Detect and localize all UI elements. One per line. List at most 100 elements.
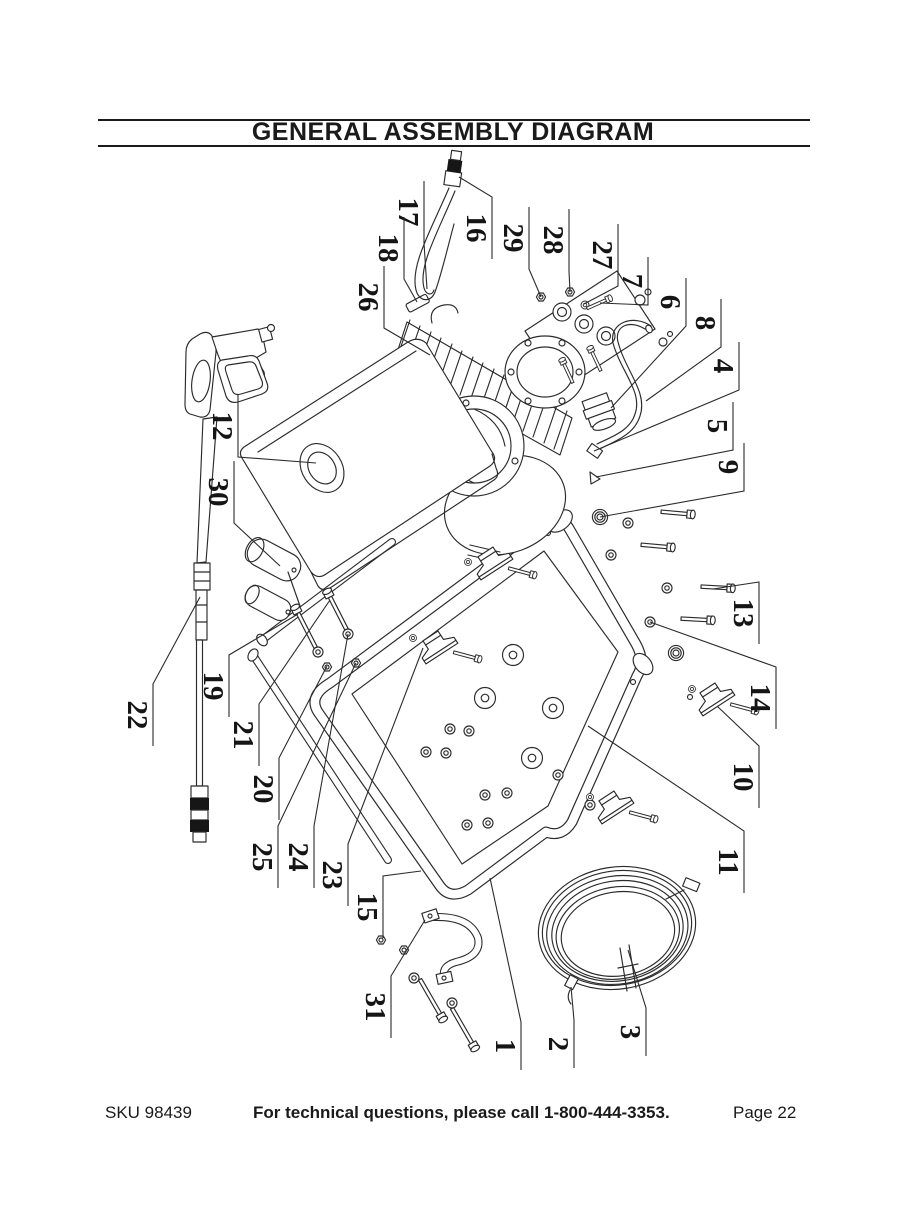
callout-4: 4 [593,342,740,452]
callout-leader-16 [458,176,493,259]
callout-leader-13 [712,581,760,644]
callout-26: 26 [352,266,431,356]
coiled-hose-illustration [537,865,697,991]
callout-12: 12 [206,395,317,464]
part-number-31: 31 [359,993,391,1022]
callout-24: 24 [282,633,349,888]
callout-leader-4 [593,342,740,452]
spray-gun-illustration [184,323,276,843]
callout-20: 20 [247,665,328,820]
callout-23: 23 [316,647,424,906]
callout-9: 9 [599,443,745,518]
callout-leader-21 [258,599,331,766]
callout-2: 2 [542,986,575,1068]
part-number-9: 9 [712,460,744,475]
callout-16: 16 [458,176,493,259]
part-number-28: 28 [537,226,569,255]
hose-clamp [564,877,701,1005]
callout-leader-29 [528,207,542,298]
part-number-25: 25 [246,843,278,872]
part-number-21: 21 [227,721,259,750]
callout-leader-2 [570,986,575,1068]
callout-18: 18 [372,217,418,303]
callout-leader-15 [382,870,422,938]
part-number-2: 2 [542,1037,574,1052]
part-number-24: 24 [282,843,314,872]
wand [190,416,218,843]
part-number-23: 23 [316,861,348,890]
callout-leader-10 [716,705,760,808]
callout-6: 6 [610,278,687,409]
part-number-5: 5 [701,419,733,434]
title-rule-bottom [98,145,810,147]
callout-leader-5 [595,402,734,478]
callout-leader-17 [423,181,428,290]
part-number-13: 13 [727,599,759,628]
footer-sku: SKU 98439 [105,1103,192,1122]
callout-leader-1 [489,877,522,1070]
callout-17: 17 [392,181,428,290]
callout-leader-12 [237,395,317,464]
callout-5: 5 [595,402,734,478]
callout-7: 7 [599,257,649,306]
part-number-6: 6 [654,295,686,310]
callout-3: 3 [614,949,647,1056]
page-title: GENERAL ASSEMBLY DIAGRAM [251,118,655,146]
pump-inlet-fitting [581,392,617,431]
callout-28: 28 [537,209,571,293]
support-bracket-illustration [375,908,483,1054]
engine-illustration [239,304,573,591]
part-number-1: 1 [489,1039,521,1054]
part-number-30: 30 [202,478,234,507]
callout-leader-25 [277,662,357,888]
callout-leader-26 [383,266,431,356]
part-number-7: 7 [616,274,648,289]
callout-leader-11 [587,725,745,893]
hose-tip [443,149,463,188]
callout-8: 8 [645,299,722,402]
callout-1: 1 [489,877,522,1070]
callout-10: 10 [716,705,760,808]
footer-page-number: Page 22 [733,1103,797,1122]
callout-11: 11 [587,725,745,893]
callout-leader-7 [599,257,649,306]
title-rule-top [98,119,810,121]
callout-leader-27 [583,224,619,305]
callout-leader-8 [645,299,722,402]
callout-leader-24 [313,633,349,888]
part-number-29: 29 [497,224,529,253]
part-number-3: 3 [614,1025,646,1040]
callout-leader-28 [568,209,571,293]
callout-19: 19 [197,613,299,717]
callout-leader-31 [390,919,426,1038]
callout-leader-19 [228,613,299,717]
callout-leader-23 [347,647,424,906]
callout-leader-9 [599,443,745,518]
callout-leader-3 [627,949,647,1056]
part-number-19: 19 [197,672,229,701]
part-number-11: 11 [712,848,744,875]
callout-leader-14 [649,621,777,729]
callout-27: 27 [583,224,619,305]
fuel-tank [239,338,499,591]
callout-30: 30 [202,461,281,567]
part-number-4: 4 [707,359,739,374]
callout-22: 22 [121,596,201,746]
part-number-26: 26 [352,283,384,312]
callout-leader-18 [403,217,418,303]
footer-support-text: For technical questions, please call 1-8… [253,1103,670,1122]
part-number-20: 20 [247,775,279,804]
callout-leader-6 [610,278,687,409]
part-number-12: 12 [206,412,238,441]
callout-14: 14 [649,621,777,729]
pump-illustration [405,270,674,431]
part-number-17: 17 [392,198,424,227]
callout-21: 21 [227,599,331,766]
part-number-18: 18 [372,234,404,263]
callout-31: 31 [359,919,426,1038]
part-number-14: 14 [744,684,776,713]
callout-29: 29 [497,207,542,298]
